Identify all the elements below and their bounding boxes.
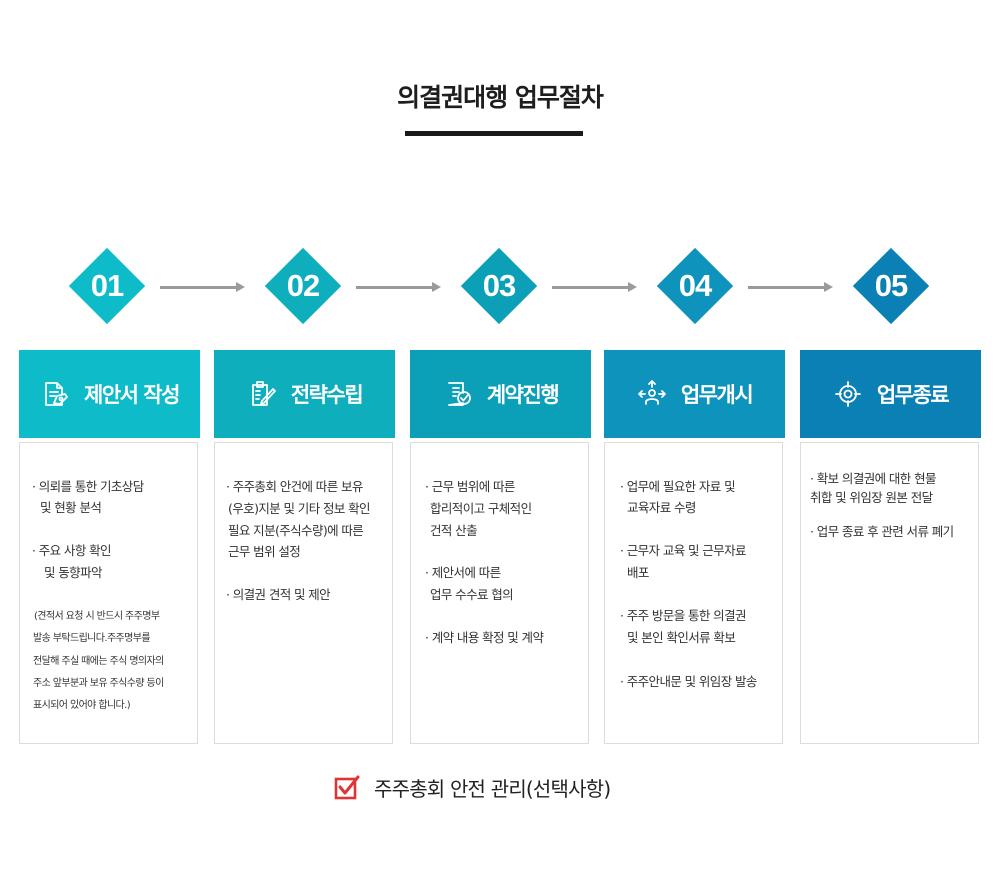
- step-1-number: 01: [90, 268, 124, 303]
- step-1-label: 제안서 작성: [84, 383, 180, 407]
- document-edit-icon: [45, 382, 68, 406]
- flow-arrow-1-2: [160, 282, 245, 292]
- step-3-line: 합리적이고 구체적인: [430, 501, 532, 516]
- step-5-line: · 확보 의결권에 대한 현물: [810, 471, 936, 486]
- contract-check-icon: [447, 382, 471, 406]
- step-4-box: [604, 442, 783, 744]
- flow-arrow-2-3: [356, 282, 441, 292]
- clipboard-pen-icon: [251, 381, 276, 406]
- step-1-line: · 주요 사항 확인: [32, 543, 112, 558]
- step-3-box: [410, 442, 589, 744]
- step-4-number: 04: [678, 268, 712, 303]
- step-4-line: 배포: [627, 565, 649, 580]
- step-2-label: 전략수립: [290, 383, 364, 407]
- step-4-label: 업무개시: [680, 383, 754, 407]
- page-title: 의결권대행 업무절차: [397, 83, 604, 112]
- target-icon: [834, 381, 861, 407]
- step-2-box: [214, 442, 393, 744]
- step-4-line: 교육자료 수령: [627, 500, 696, 515]
- step-3-line: · 근무 범위에 따른: [425, 479, 515, 494]
- checkbox-icon: [334, 775, 360, 799]
- step-1-line: · 의뢰를 통한 기초상담: [32, 479, 144, 494]
- person-arrows-icon: [637, 380, 666, 405]
- step-2-line: 근무 범위 설정: [228, 544, 301, 559]
- step-4-line: · 업무에 필요한 자료 및: [620, 479, 736, 494]
- step-5-box: [800, 442, 979, 744]
- step-1-note: 표시되어 있어야 합니다.): [33, 700, 131, 711]
- step-2-header: 전략수립: [214, 350, 395, 438]
- step-5-line: · 업무 종료 후 관련 서류 폐기: [810, 524, 954, 539]
- step-1-note: 발송 부탁드립니다.주주명부를: [33, 633, 151, 644]
- step-5-line: 취합 및 위임장 원본 전달: [810, 490, 933, 505]
- step-2-line: · 주주총회 안건에 따른 보유: [226, 479, 363, 494]
- step-3-line: · 계약 내용 확정 및 계약: [425, 630, 544, 645]
- step-5-number: 05: [874, 268, 908, 303]
- flow-arrow-4-5: [748, 282, 833, 292]
- step-1-note: 주소 앞부분과 보유 주식수량 등이: [33, 678, 164, 689]
- footer-optional-service: 주주총회 안전 관리(선택사항): [334, 773, 611, 802]
- step-4-line: 및 본인 확인서류 확보: [627, 630, 736, 645]
- step-1-header: 제안서 작성: [19, 350, 200, 438]
- step-1-box: [19, 442, 198, 744]
- step-4-header: 업무개시: [604, 350, 785, 438]
- title-underline: [405, 131, 583, 136]
- step-2-line: (우호)지분 및 기타 정보 확인: [228, 501, 371, 516]
- step-5-label: 업무종료: [876, 383, 950, 407]
- step-4-line: · 주주안내문 및 위임장 발송: [620, 674, 757, 689]
- step-3-number: 03: [482, 268, 516, 303]
- step-3-line: · 제안서에 따른: [425, 565, 501, 580]
- step-2-number: 02: [286, 268, 320, 303]
- step-5-header: 업무종료: [800, 350, 981, 438]
- footer-text: 주주총회 안전 관리(선택사항): [374, 777, 611, 801]
- step-1-line: 및 동향파악: [44, 565, 102, 580]
- step-2-line: 필요 지분(주식수량)에 따른: [228, 523, 364, 538]
- step-3-header: 계약진행: [410, 350, 591, 438]
- step-1-note: (견적서 요청 시 반드시 주주명부: [34, 611, 160, 622]
- step-1-line: 및 현황 분석: [40, 500, 102, 515]
- step-3-line: 업무 수수료 협의: [430, 587, 514, 602]
- flow-arrow-3-4: [552, 282, 637, 292]
- step-1-note: 전달해 주실 때에는 주식 명의자의: [33, 656, 164, 667]
- step-3-line: 건적 산출: [430, 523, 478, 538]
- step-4-line: · 주주 방문을 통한 의결권: [620, 608, 746, 623]
- step-2-line: · 의결권 견적 및 제안: [226, 587, 331, 602]
- step-3-label: 계약진행: [486, 383, 560, 407]
- step-4-line: · 근무자 교육 및 근무자료: [620, 543, 746, 558]
